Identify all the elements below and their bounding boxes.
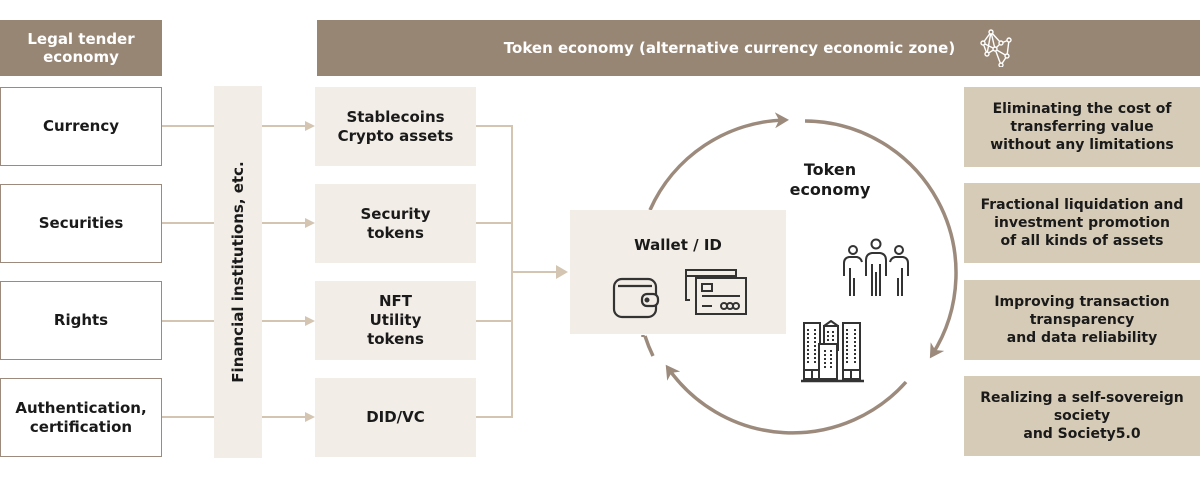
benefit-transparency: Improving transaction transparency and d… (964, 280, 1200, 360)
wallet-id-box: Wallet / ID (570, 210, 786, 334)
wallet-icon (612, 274, 660, 324)
credit-cards-icon (684, 266, 750, 322)
cycle-arrow-bottom (665, 364, 908, 435)
benefit-eliminating-cost: Eliminating the cost of transferring val… (964, 87, 1200, 167)
token-security: Security tokens (315, 184, 476, 263)
financial-institutions-label: Financial institutions, etc. (229, 161, 247, 383)
bracket-merge (476, 125, 513, 418)
token-stablecoins: Stablecoins Crypto assets (315, 87, 476, 166)
cycle-arrow-top-left (648, 112, 789, 211)
token-economy-header-label: Token economy (alternative currency econ… (503, 39, 956, 57)
financial-institutions-bar: Financial institutions, etc. (214, 86, 262, 458)
cycle-label: Token economy (789, 160, 871, 199)
benefit-self-sovereign: Realizing a self-sovereign society and S… (964, 376, 1200, 456)
people-group-icon (840, 238, 912, 304)
benefit-fractional-liquidation: Fractional liquidation and investment pr… (964, 183, 1200, 263)
legal-tender-header: Legal tender economy (0, 20, 162, 76)
source-authentication: Authentication, certification (0, 378, 162, 457)
source-currency: Currency (0, 87, 162, 166)
token-did-vc: DID/VC (315, 378, 476, 457)
cycle-arrow-top-right (804, 119, 958, 359)
token-nft-utility: NFT Utility tokens (315, 281, 476, 360)
token-economy-header: Token economy (alternative currency econ… (317, 20, 1200, 76)
source-rights: Rights (0, 281, 162, 360)
wallet-id-label: Wallet / ID (634, 236, 722, 254)
source-securities: Securities (0, 184, 162, 263)
network-nodes-icon (979, 29, 1013, 68)
city-buildings-icon (800, 319, 866, 388)
